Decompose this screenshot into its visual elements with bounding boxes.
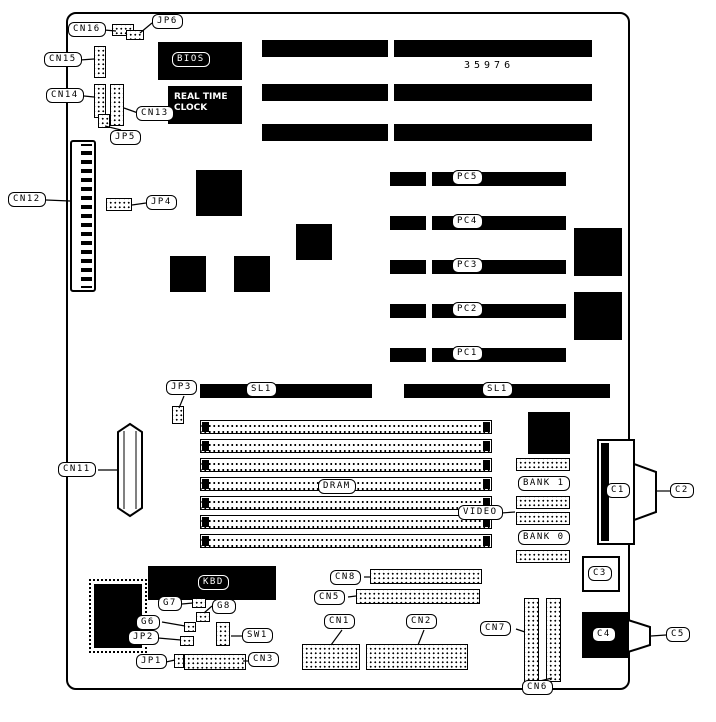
callout-g8: G8: [212, 599, 236, 614]
c4-port-bulge: [627, 618, 651, 654]
callout-cn2: CN2: [406, 614, 437, 629]
isa-slot-1: [262, 40, 592, 57]
callout-pc2: PC2: [452, 302, 483, 317]
callout-cn3: CN3: [248, 652, 279, 667]
chip-7: [528, 412, 570, 454]
pci-slot-pc5-notch: [426, 172, 432, 186]
chip-5: [574, 228, 622, 276]
jumper-jp4: [106, 198, 132, 211]
dip-socket-1: [516, 458, 570, 471]
callout-pc1: PC1: [452, 346, 483, 361]
callout-cn16: CN16: [68, 22, 106, 37]
connector-cn8: [370, 569, 482, 584]
chip-4: [234, 256, 270, 292]
connector-cn15: [94, 46, 106, 78]
connector-cn7-strip: [524, 598, 539, 682]
callout-bank0: BANK 0: [518, 530, 570, 545]
callout-cn6: CN6: [522, 680, 553, 695]
pci-slot-pc4-notch: [426, 216, 432, 230]
connector-cn3: [184, 654, 246, 670]
callout-pc5: PC5: [452, 170, 483, 185]
callout-sl1-right: SL1: [482, 382, 513, 397]
dip-socket-3: [516, 512, 570, 525]
callout-cn12: CN12: [8, 192, 46, 207]
callout-cn15: CN15: [44, 52, 82, 67]
callout-dram: DRAM: [318, 479, 356, 494]
simm-socket-7: [200, 534, 492, 548]
rtc-chip: [168, 86, 242, 124]
dip-socket-4: [516, 550, 570, 563]
callout-video: VIDEO: [458, 505, 503, 520]
jumper-jp6: [126, 30, 144, 40]
chip-6: [574, 292, 622, 340]
callout-c5: C5: [666, 627, 690, 642]
connector-cn14: [94, 84, 106, 118]
callout-jp1: JP1: [136, 654, 167, 669]
callout-cn8: CN8: [330, 570, 361, 585]
jumper-jp1: [174, 654, 184, 668]
callout-bank1: BANK 1: [518, 476, 570, 491]
connector-cn5: [356, 589, 480, 604]
switch-sw1: [216, 622, 230, 646]
isa-slot-1-notch: [388, 40, 394, 57]
callout-cn7: CN7: [480, 621, 511, 636]
simm-socket-1: [200, 420, 492, 434]
callout-cn5: CN5: [314, 590, 345, 605]
jumper-g6: [184, 622, 196, 632]
chip-3: [170, 256, 206, 292]
chip-2: [296, 224, 332, 260]
connector-cn13: [110, 84, 124, 126]
dip-socket-2: [516, 496, 570, 509]
isa-slot-3: [262, 124, 592, 141]
callout-jp5: JP5: [110, 130, 141, 145]
callout-sw1: SW1: [242, 628, 273, 643]
callout-cn1: CN1: [324, 614, 355, 629]
kbd-label: KBD: [198, 575, 229, 590]
callout-c3: C3: [588, 566, 612, 581]
pci-slot-pc1-notch: [426, 348, 432, 362]
callout-jp2: JP2: [128, 630, 159, 645]
callout-jp3: JP3: [166, 380, 197, 395]
callout-jp6: JP6: [152, 14, 183, 29]
connector-cn2: [366, 644, 468, 670]
connector-cn6-strip: [546, 598, 561, 682]
callout-pc3: PC3: [452, 258, 483, 273]
chip-1: [196, 170, 242, 216]
board-outline: [66, 12, 630, 690]
callout-c1: C1: [606, 483, 630, 498]
callout-sl1-left: SL1: [246, 382, 277, 397]
sl-slot-left: [200, 384, 372, 398]
jumper-g8: [196, 612, 210, 622]
jumper-jp2: [180, 636, 194, 646]
pci-slot-pc2-notch: [426, 304, 432, 318]
bios-label: BIOS: [172, 52, 210, 67]
simm-socket-2: [200, 439, 492, 453]
rtc-label-line2: CLOCK: [174, 103, 208, 113]
isa-slot-2-notch: [388, 84, 394, 101]
simm-socket-5: [200, 496, 492, 510]
rtc-label-line1: REAL TIME: [174, 92, 228, 102]
callout-jp4: JP4: [146, 195, 177, 210]
callout-cn13: CN13: [136, 106, 174, 121]
callout-cn11: CN11: [58, 462, 96, 477]
connector-cn1: [302, 644, 360, 670]
simm-socket-6: [200, 515, 492, 529]
isa-slot-2: [262, 84, 592, 101]
callout-g7: G7: [158, 596, 182, 611]
jumper-jp3: [172, 406, 184, 424]
callout-g6: G6: [136, 615, 160, 630]
board-part-number: 35976: [464, 60, 515, 71]
callout-cn14: CN14: [46, 88, 84, 103]
simm-socket-3: [200, 458, 492, 472]
pci-slot-pc3-notch: [426, 260, 432, 274]
rtc-label: REAL TIME CLOCK: [174, 92, 228, 114]
jumper-jp5: [98, 114, 110, 128]
callout-c2: C2: [670, 483, 694, 498]
callout-pc4: PC4: [452, 214, 483, 229]
callout-c4: C4: [592, 627, 616, 642]
isa-slot-3-notch: [388, 124, 394, 141]
edge-connector-cn12: [70, 140, 96, 292]
jumper-g7: [192, 598, 206, 608]
